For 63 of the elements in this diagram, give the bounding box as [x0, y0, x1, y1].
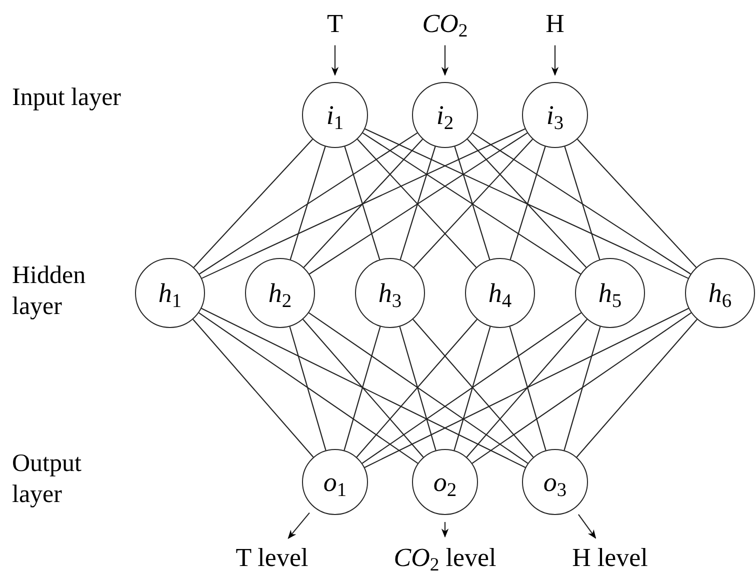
input-neuron: i$_{2}$	[412, 82, 478, 148]
connection-line	[308, 312, 528, 464]
connection-line	[413, 138, 533, 268]
layer-label: Input layer	[12, 83, 122, 113]
layer-label: Hidden layer	[12, 261, 87, 322]
arrow	[441, 45, 449, 76]
output-variable-label: H level	[572, 544, 648, 572]
connection-line	[399, 326, 436, 450]
hidden-neuron: h$_{1}$	[135, 258, 205, 328]
connection-line	[202, 128, 526, 279]
hidden-neuron: h$_{6}$	[685, 258, 755, 328]
connection-line	[467, 138, 587, 268]
connection-line	[362, 312, 582, 464]
connection-line	[577, 138, 697, 268]
connection-line	[510, 146, 546, 260]
connection-line	[302, 319, 424, 458]
connection-line	[364, 128, 688, 279]
connection-line	[364, 308, 689, 468]
connection-line	[303, 138, 423, 268]
connection-line	[344, 146, 380, 260]
connection-line	[193, 138, 313, 268]
connection-line	[564, 326, 601, 450]
input-neuron: i$_{1}$	[302, 82, 368, 148]
layer-label: Output layer	[12, 449, 82, 510]
connection-line	[198, 312, 418, 464]
input-neuron: i$_{3}$	[522, 82, 588, 148]
arrow	[441, 522, 449, 538]
connection-line	[400, 146, 436, 260]
arrow	[331, 45, 339, 76]
connection-line	[412, 319, 534, 458]
connection-line	[192, 319, 314, 458]
connection-line	[289, 326, 326, 450]
hidden-neuron: h$_{4}$	[465, 258, 535, 328]
connection-line	[454, 146, 490, 260]
output-neuron: o$_{2}$	[412, 449, 478, 515]
output-neuron: o$_{3}$	[522, 449, 588, 515]
connection-line	[576, 319, 698, 458]
connection-line	[201, 308, 526, 468]
input-variable-label: T	[327, 10, 343, 38]
arrow	[578, 514, 596, 539]
output-variable-label: CO$_{2}$ level	[394, 544, 496, 572]
connection-line	[466, 319, 588, 458]
arrow	[551, 45, 559, 76]
output-variable-label: T level	[236, 544, 308, 572]
hidden-neuron: h$_{2}$	[245, 258, 315, 328]
hidden-neuron: h$_{3}$	[355, 258, 425, 328]
connection-line	[344, 326, 381, 450]
input-variable-label: H	[546, 10, 564, 38]
connection-line	[509, 326, 546, 450]
arrow	[288, 512, 310, 539]
input-variable-label: CO$_{2}$	[422, 10, 468, 38]
connection-line	[309, 132, 528, 274]
connection-line	[564, 146, 600, 260]
connection-line	[199, 132, 418, 274]
connection-line	[356, 319, 478, 458]
hidden-neuron: h$_{5}$	[575, 258, 645, 328]
connection-line	[454, 326, 491, 450]
connection-line	[357, 138, 477, 268]
output-neuron: o$_{1}$	[302, 449, 368, 515]
connection-line	[290, 146, 326, 260]
connection-line	[362, 132, 581, 274]
connection-line	[472, 132, 691, 274]
connection-line	[472, 312, 692, 464]
